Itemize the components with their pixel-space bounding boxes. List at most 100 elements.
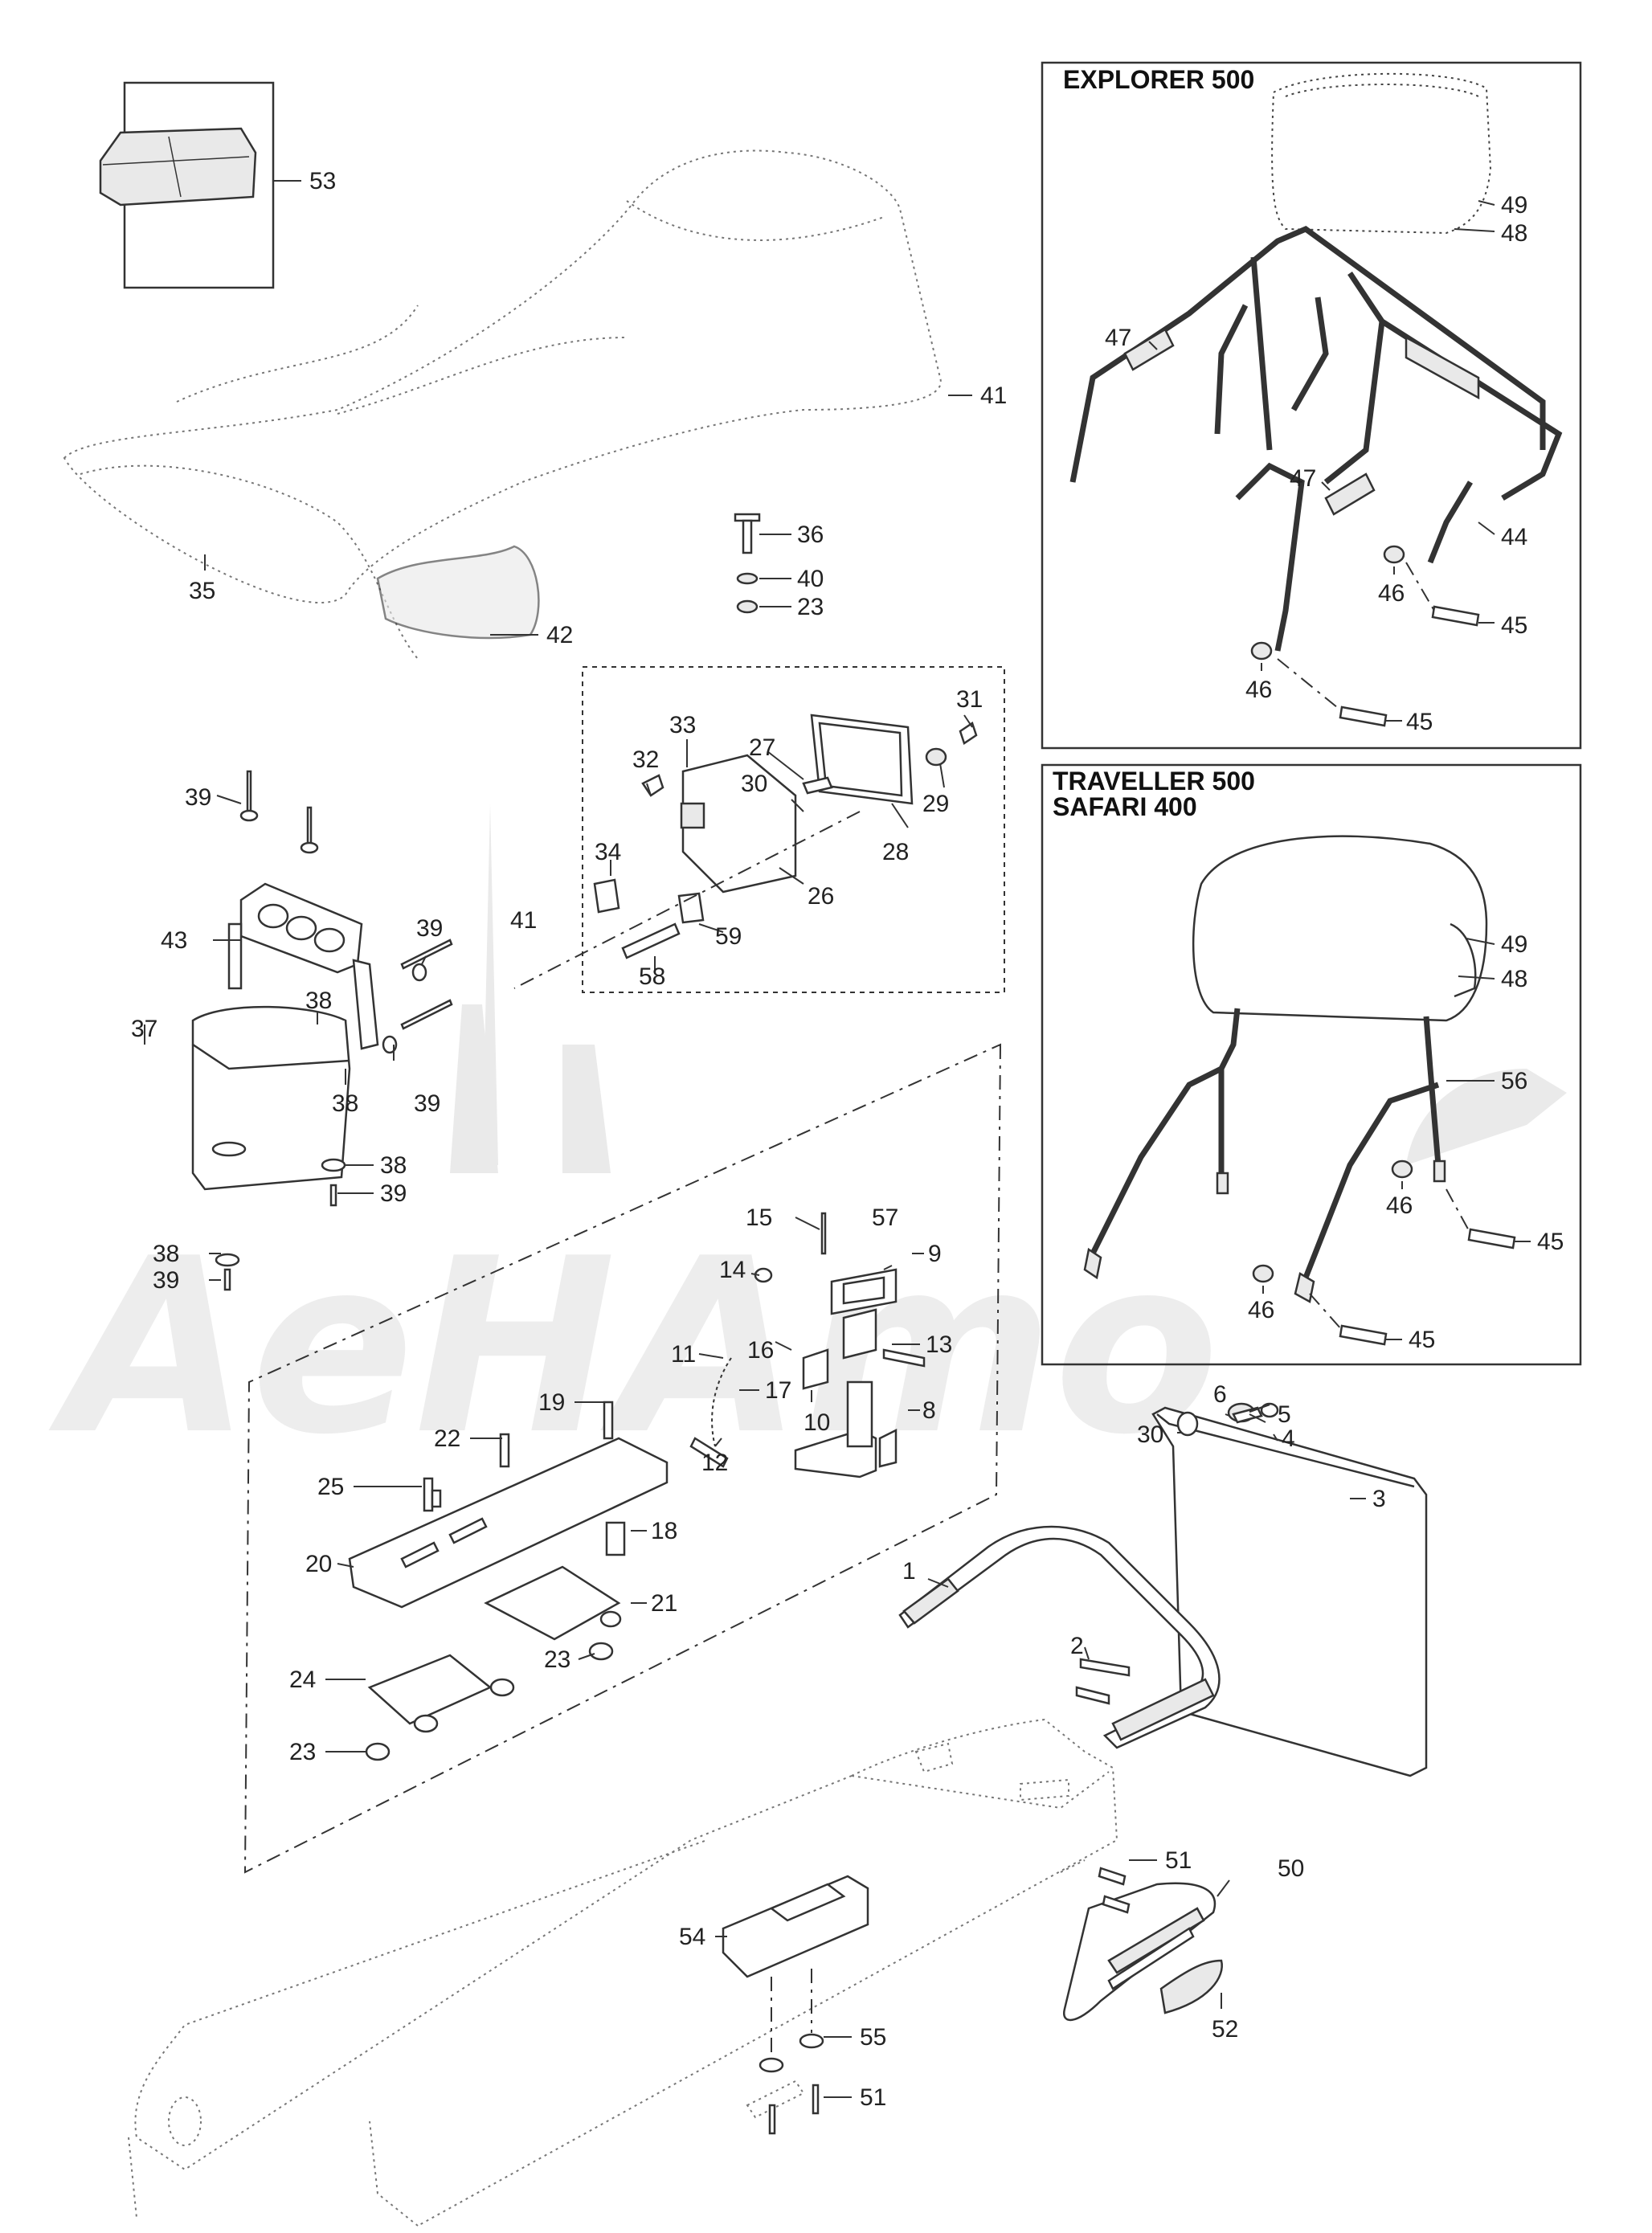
callout-47: 47 [1290,465,1316,492]
callout-16: 16 [747,1337,774,1364]
callout-46: 46 [1386,1192,1413,1219]
callout-38: 38 [305,988,332,1014]
callout-17: 17 [765,1377,791,1404]
callout-24: 24 [289,1667,316,1693]
hitch-assembly-outline [243,1043,1002,1874]
callout-46: 46 [1248,1297,1274,1323]
callout-23: 23 [544,1646,570,1673]
callout-8: 8 [922,1397,936,1424]
callout-46: 46 [1245,677,1272,703]
explorer-500-inset [1041,61,1582,750]
callout-6: 6 [1213,1381,1227,1408]
traveller-hardware-45-46 [1252,1159,1516,1346]
callout-38: 38 [332,1090,358,1117]
callout-41: 41 [980,382,1007,409]
callout-58: 58 [639,963,665,990]
callout-51: 51 [1165,1847,1192,1874]
callout-2: 2 [1070,1633,1084,1659]
bolts-2 [1075,1658,1131,1705]
callout-49: 49 [1501,931,1527,958]
callout-38: 38 [153,1241,179,1267]
callout-53: 53 [309,168,336,194]
callout-45: 45 [1406,709,1433,735]
callout-52: 52 [1212,2016,1238,2043]
callout-45: 45 [1537,1229,1564,1255]
callout-21: 21 [651,1590,677,1617]
callout-23: 23 [797,594,824,620]
traveller-backrest [1083,835,1488,1303]
callout-39: 39 [380,1180,407,1207]
callout-3: 3 [1372,1486,1386,1512]
callout-51: 51 [860,2084,886,2111]
callout-31: 31 [956,686,983,713]
callout-20: 20 [305,1551,332,1577]
fasteners-55-51 [759,2033,824,2135]
hitch-parts [348,1212,926,1761]
callout-57: 57 [872,1204,898,1231]
callout-39: 39 [416,915,443,942]
safari-inset-title: SAFARI 400 [1053,792,1197,821]
callout-50: 50 [1278,1855,1304,1882]
washer-38b [215,1253,240,1267]
explorer-inset-title: EXPLORER 500 [1063,65,1254,94]
tunnel-chassis [128,1718,1118,2227]
nut-23 [736,599,759,614]
seat-cushion-53 [99,81,275,289]
bracket-43 [227,882,379,1050]
callout-11: 11 [671,1341,696,1368]
callout-35: 35 [189,578,215,604]
explorer-backrest [1271,72,1492,235]
watermark-text: AeHAmo [46,1207,1220,1487]
callout-28: 28 [882,839,909,865]
callout-25: 25 [317,1474,344,1500]
callout-45: 45 [1409,1327,1435,1353]
end-cap-50 [1062,1882,1223,2022]
callout-38: 38 [380,1152,407,1179]
callout-12: 12 [701,1450,728,1476]
callout-32: 32 [632,746,659,773]
callout-46: 46 [1378,580,1405,607]
tool-box-37 [191,1005,351,1191]
reflector-54 [722,1875,869,1978]
callout-42: 42 [546,622,573,648]
callout-39: 39 [153,1267,179,1294]
callout-13: 13 [926,1331,952,1358]
grab-handle-1 [898,1525,1221,1749]
callout-48: 48 [1501,966,1527,992]
rivet-39 [329,1184,337,1207]
callout-37: 37 [131,1016,157,1042]
callout-54: 54 [679,1924,705,1950]
callout-19: 19 [538,1389,565,1416]
callout-4: 4 [1282,1425,1295,1452]
seat-35 [63,149,942,660]
callout-9: 9 [928,1241,942,1267]
washer-38 [321,1158,346,1172]
callout-44: 44 [1501,524,1527,550]
callout-23: 23 [289,1739,316,1765]
callout-41: 41 [510,907,537,934]
washer-40 [736,572,759,585]
callout-18: 18 [651,1518,677,1544]
callout-55: 55 [860,2024,886,2051]
rivet-39b [223,1268,231,1291]
callout-27: 27 [749,734,775,761]
callout-39: 39 [185,784,211,811]
callout-15: 15 [746,1204,772,1231]
callout-48: 48 [1501,220,1527,247]
traveller-safari-inset [1041,763,1582,1366]
taillight-assembly [582,666,1005,993]
callout-10: 10 [804,1409,830,1436]
screws-51 [1098,1867,1131,1914]
callout-30: 30 [1137,1421,1163,1448]
callout-5: 5 [1278,1401,1291,1428]
callout-26: 26 [808,883,834,910]
callout-43: 43 [161,927,187,954]
callout-1: 1 [902,1558,916,1585]
watermark: AeHAmo [46,804,1567,1487]
callout-14: 14 [719,1257,746,1283]
callout-36: 36 [797,521,824,548]
bolt-36 [734,513,761,554]
callout-34: 34 [595,839,621,865]
callout-40: 40 [797,566,824,592]
callout-30: 30 [741,771,767,797]
